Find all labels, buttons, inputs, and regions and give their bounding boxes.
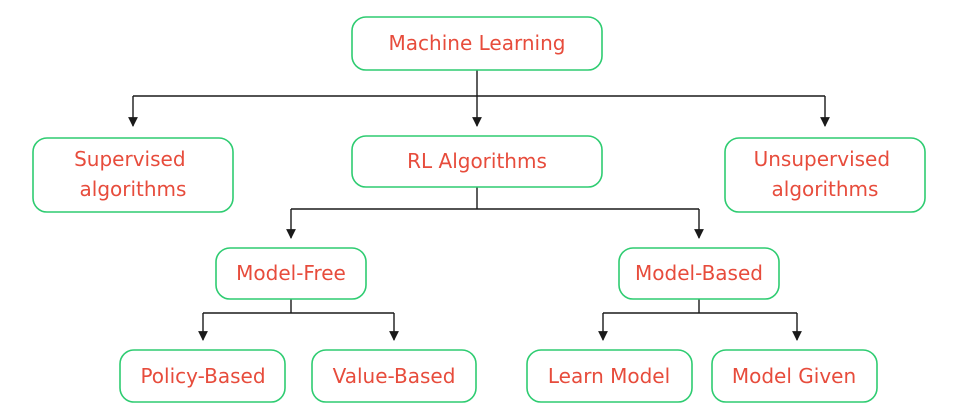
node-unsupervised-label: Unsupervised algorithms bbox=[754, 147, 897, 201]
node-learn-model-label: Learn Model bbox=[548, 364, 670, 388]
connectors bbox=[128, 70, 830, 341]
node-policy-based: Policy-Based bbox=[119, 349, 286, 403]
node-model-free: Model-Free bbox=[215, 247, 367, 300]
node-rl-algorithms-label: RL Algorithms bbox=[407, 149, 547, 173]
node-supervised: Supervised algorithms bbox=[32, 137, 234, 213]
node-learn-model: Learn Model bbox=[526, 349, 693, 403]
node-machine-learning: Machine Learning bbox=[351, 16, 603, 71]
node-model-based: Model-Based bbox=[618, 247, 780, 300]
node-value-based-label: Value-Based bbox=[333, 364, 456, 388]
node-unsupervised: Unsupervised algorithms bbox=[724, 137, 926, 213]
node-policy-based-label: Policy-Based bbox=[140, 364, 265, 388]
node-supervised-label: Supervised algorithms bbox=[74, 147, 192, 201]
node-machine-learning-label: Machine Learning bbox=[389, 31, 566, 55]
node-model-given-label: Model Given bbox=[732, 364, 856, 388]
node-model-free-label: Model-Free bbox=[236, 261, 346, 285]
node-rl-algorithms: RL Algorithms bbox=[351, 135, 603, 188]
node-value-based: Value-Based bbox=[311, 349, 477, 403]
node-model-given: Model Given bbox=[711, 349, 878, 403]
node-model-based-label: Model-Based bbox=[635, 261, 763, 285]
